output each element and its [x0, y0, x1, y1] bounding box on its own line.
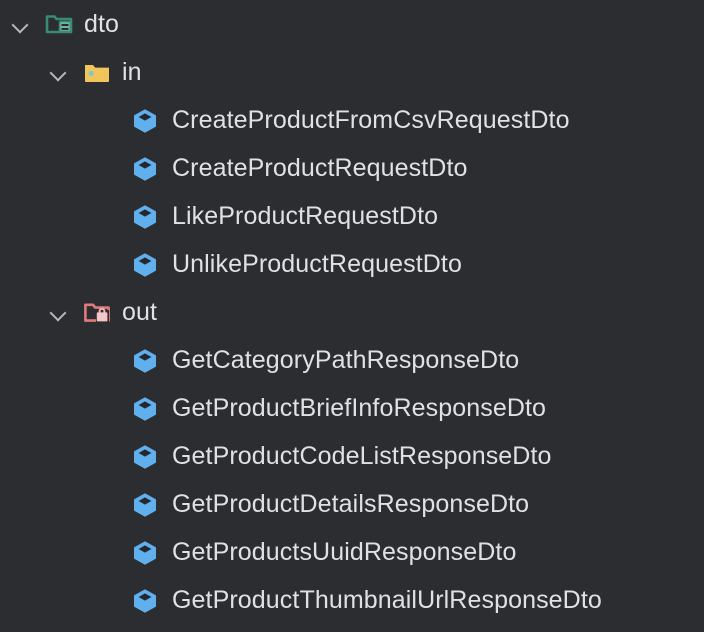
class-icon	[130, 153, 160, 183]
tree-node-class[interactable]: LikeProductRequestDto	[0, 192, 704, 240]
class-icon	[130, 105, 160, 135]
tree-node-class[interactable]: CreateProductRequestDto	[0, 144, 704, 192]
class-icon	[130, 393, 160, 423]
tree-node-class[interactable]: GetProductsUuidResponseDto	[0, 528, 704, 576]
chevron-down-icon[interactable]	[48, 301, 70, 323]
tree-node-label: GetProductBriefInfoResponseDto	[172, 394, 547, 422]
tree-node-class[interactable]: GetProductCodeListResponseDto	[0, 432, 704, 480]
tree-node-dto[interactable]: dto	[0, 0, 704, 48]
tree-node-label: GetProductThumbnailUrlResponseDto	[172, 586, 602, 614]
tree-node-label: UnlikeProductRequestDto	[172, 250, 462, 278]
class-icon	[130, 585, 160, 615]
tree-node-class[interactable]: UnlikeProductRequestDto	[0, 240, 704, 288]
tree-node-class[interactable]: GetCategoryPathResponseDto	[0, 336, 704, 384]
class-icon	[130, 249, 160, 279]
class-icon	[130, 489, 160, 519]
folder-in-icon	[82, 57, 112, 87]
tree-node-label: in	[122, 58, 142, 86]
tree-node-label: out	[122, 298, 158, 326]
tree-node-class[interactable]: CreateProductFromCsvRequestDto	[0, 96, 704, 144]
tree-node-class[interactable]: GetProductBriefInfoResponseDto	[0, 384, 704, 432]
folder-out-icon	[82, 297, 112, 327]
tree-node-label: CreateProductFromCsvRequestDto	[172, 106, 570, 134]
class-icon	[130, 345, 160, 375]
tree-node-in[interactable]: in	[0, 48, 704, 96]
tree-node-out[interactable]: out	[0, 288, 704, 336]
package-folder-icon	[44, 9, 74, 39]
tree-node-label: GetProductsUuidResponseDto	[172, 538, 517, 566]
class-icon	[130, 201, 160, 231]
tree-node-class[interactable]: GetProductThumbnailUrlResponseDto	[0, 576, 704, 624]
tree-node-label: LikeProductRequestDto	[172, 202, 439, 230]
class-icon	[130, 537, 160, 567]
class-icon	[130, 441, 160, 471]
tree-node-label: CreateProductRequestDto	[172, 154, 468, 182]
tree-node-label: GetCategoryPathResponseDto	[172, 346, 520, 374]
tree-node-label: dto	[84, 10, 120, 38]
tree-node-class[interactable]: GetProductDetailsResponseDto	[0, 480, 704, 528]
tree-node-label: GetProductCodeListResponseDto	[172, 442, 552, 470]
chevron-down-icon[interactable]	[48, 61, 70, 83]
chevron-down-icon[interactable]	[10, 13, 32, 35]
tree-node-label: GetProductDetailsResponseDto	[172, 490, 530, 518]
